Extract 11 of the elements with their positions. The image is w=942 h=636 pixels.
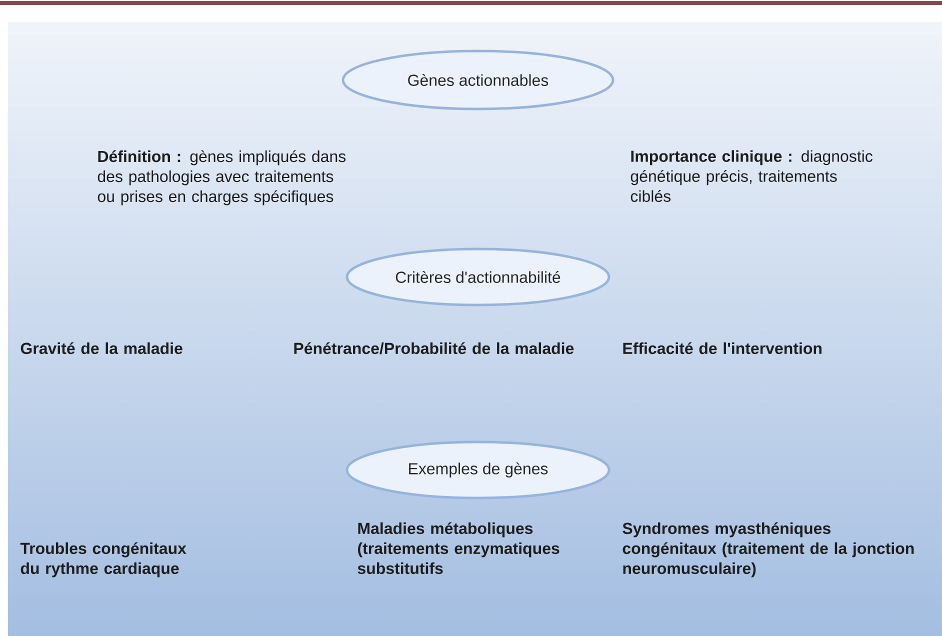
text-label: Syndromes myasthéniques congénitaux (traitement de la jonction neuromusculaire) (622, 522, 914, 578)
ellipse-node: Exemples de gènes (346, 440, 610, 500)
text-label: Définition : gènes impliqués dans des pathologies avec traitements ou prises en charges spécifiques (98, 150, 346, 206)
text-label: Gravité de la maladie (20, 342, 182, 354)
text-label: Efficacité de l'intervention (623, 342, 822, 354)
ellipse-node: Critères d'actionnabilité (346, 248, 610, 306)
text-label: Troubles congénitaux du rythme cardiaque (20, 542, 186, 578)
text-label: Importance clinique : diagnostic génétique précis, traitements ciblés (630, 150, 872, 202)
text-label: Maladies métaboliques (traitements enzymatiques substitutifs (358, 522, 560, 574)
ellipse-node: Gènes actionnables (342, 50, 614, 110)
text-label: Pénétrance/Probabilité de la maladie (294, 342, 574, 354)
